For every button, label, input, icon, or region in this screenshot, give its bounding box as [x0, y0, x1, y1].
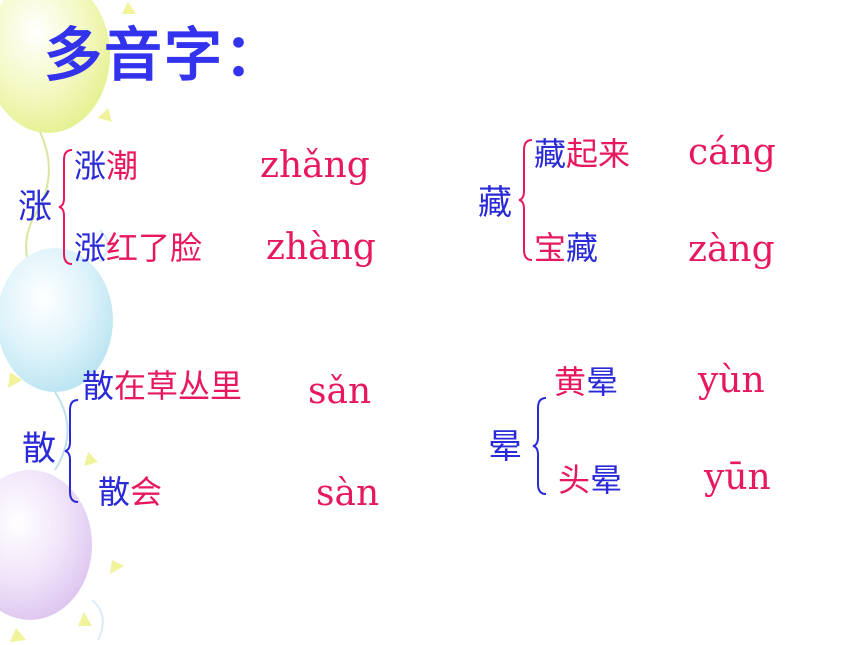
polyphone-char-cang: 藏 [478, 183, 512, 223]
pinyin-zhang3: zhǎng [260, 145, 370, 186]
page-title: 多音字： [44, 21, 285, 89]
left-brace [518, 139, 533, 261]
word-cangqilai: 藏起来 [534, 135, 631, 173]
word-baozang: 宝藏 [534, 229, 599, 267]
left-brace [532, 397, 547, 495]
violet-balloon [0, 470, 92, 620]
word-sanhui: 散会 [98, 473, 163, 511]
polyphone-char-yun: 晕 [488, 427, 522, 467]
pinyin-san4: sàn [316, 473, 380, 514]
pinyin-yun1: yūn [704, 457, 771, 498]
pinyin-san3: sǎn [308, 371, 372, 412]
word-touyun: 头晕 [558, 461, 623, 499]
pinyin-zang4: zàng [688, 229, 775, 270]
word-zhanghonglelian: 涨红了脸 [74, 229, 203, 267]
yellow-balloon [0, 0, 110, 133]
left-brace [64, 399, 79, 503]
cyan-balloon [0, 248, 113, 392]
word-zhangchao: 涨潮 [74, 147, 139, 185]
word-huangyun: 黄晕 [554, 363, 619, 401]
pinyin-yun4: yùn [698, 360, 765, 401]
polyphone-char-zhang: 涨 [18, 187, 52, 227]
polyphone-char-san: 散 [22, 429, 56, 469]
word-sanzaicaocongli: 散在草丛里 [82, 367, 243, 405]
left-brace [58, 149, 73, 265]
pinyin-cang2: cáng [688, 132, 776, 173]
pinyin-zhang4: zhàng [266, 227, 376, 268]
